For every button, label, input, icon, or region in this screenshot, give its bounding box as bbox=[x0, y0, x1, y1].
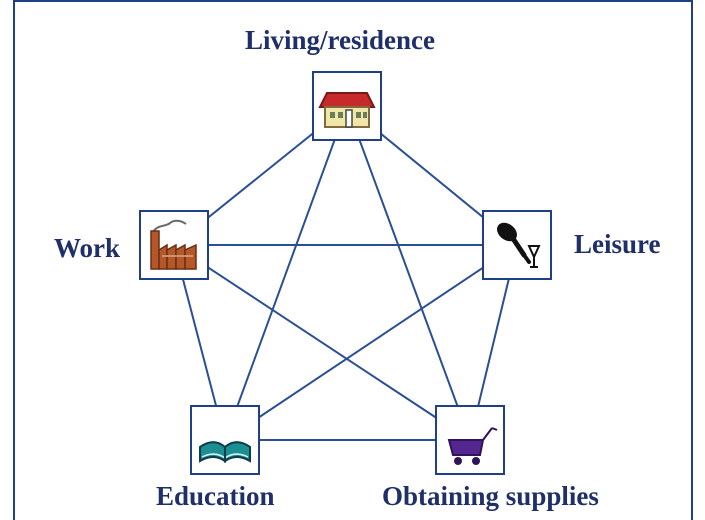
node-living-residence bbox=[312, 71, 382, 141]
edge-living-supplies bbox=[346, 105, 471, 441]
edge-work-supplies bbox=[173, 244, 471, 441]
node-leisure bbox=[482, 210, 552, 280]
edge-living-education bbox=[224, 105, 348, 441]
label-living-residence: Living/residence bbox=[245, 25, 436, 55]
label-education: Education bbox=[156, 481, 275, 511]
label-leisure: Leisure bbox=[574, 229, 661, 259]
node-work bbox=[139, 210, 209, 280]
label-obtaining-supplies: Obtaining supplies bbox=[382, 481, 599, 511]
node-education bbox=[190, 405, 260, 475]
diagram-frame bbox=[13, 0, 693, 520]
edge-leisure-education bbox=[224, 244, 518, 441]
node-obtaining-supplies bbox=[435, 405, 505, 475]
house-icon bbox=[318, 92, 376, 128]
book-icon bbox=[199, 441, 251, 463]
shopping-cart-icon bbox=[447, 427, 498, 465]
factory-icon bbox=[150, 219, 197, 270]
racket-and-glass-icon bbox=[497, 222, 541, 268]
label-work: Work bbox=[54, 233, 121, 263]
